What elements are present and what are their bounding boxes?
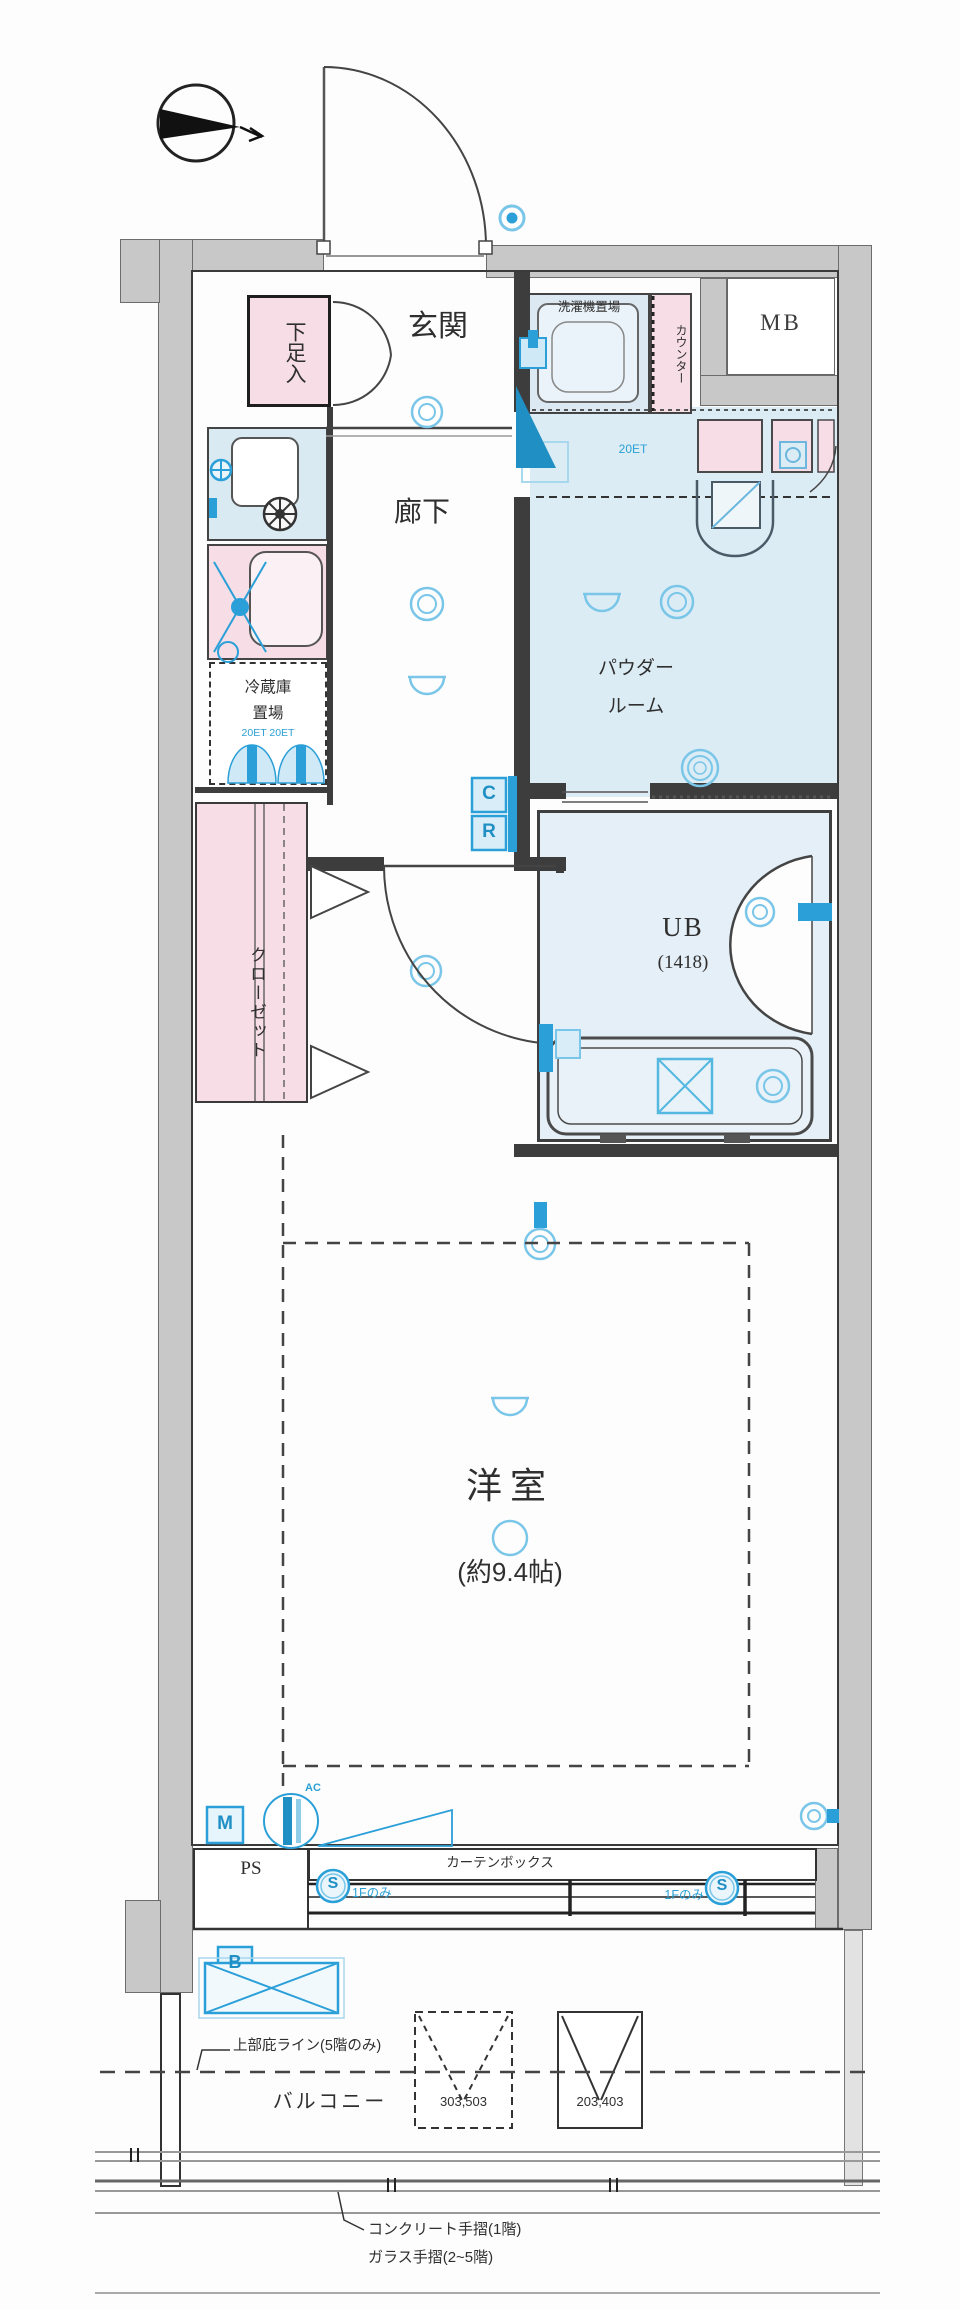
- unit-outline: [191, 270, 839, 1846]
- label-badge-m: M: [217, 1813, 233, 1834]
- label-fridge-line2: 置場: [252, 705, 284, 722]
- label-badge-s-left: S: [327, 1875, 339, 1892]
- label-eaves-note: 上部庇ライン(5階のみ): [233, 2038, 382, 2054]
- label-powder-line1: パウダー: [597, 658, 674, 679]
- wall-pilaster-topleft: [120, 239, 160, 303]
- label-badge-s-right: S: [716, 1877, 728, 1894]
- wall-right: [838, 245, 872, 1930]
- label-et-fridge: 20ET 20ET: [241, 727, 295, 739]
- label-closet: クローゼット: [247, 946, 266, 1060]
- label-vent-right: 203,403: [576, 2094, 624, 2109]
- label-badge-ac: AC: [305, 1782, 321, 1794]
- label-badge-b: B: [228, 1952, 242, 1972]
- wall-ub-bottom: [514, 1144, 838, 1157]
- wall-kitchen-hall: [327, 407, 333, 805]
- label-meter-box: MB: [760, 310, 802, 335]
- label-shutter-left: 1Fのみ: [352, 1886, 392, 1900]
- label-hall: 廊下: [393, 496, 450, 527]
- label-curtain-box: カーテンボックス: [446, 1855, 554, 1870]
- label-fridge-line1: 冷蔵庫: [244, 679, 292, 696]
- label-shutter-right: 1Fのみ: [664, 1888, 704, 1902]
- label-unit-bath-size: (1418): [657, 952, 709, 973]
- wall-mb-bottom: [700, 375, 838, 406]
- label-et-powder: 20ET: [618, 442, 648, 456]
- vent-box-left-icon: [414, 2011, 513, 2129]
- wall-fridge-closet: [195, 787, 328, 793]
- wall-hall-powder: [514, 497, 530, 797]
- label-genkan: 玄関: [408, 310, 468, 343]
- label-western-room-size: (約9.4帖): [457, 1557, 563, 1587]
- shoe-cabinet-box: [247, 295, 331, 407]
- label-badge-r: R: [482, 821, 496, 842]
- label-pipe-space: PS: [240, 1858, 262, 1879]
- meter-box: [727, 278, 835, 375]
- label-vent-left: 303,503: [440, 2094, 487, 2109]
- label-handrail-note-1: コンクリート手摺(1階): [368, 2221, 522, 2238]
- balcony-wall-right: [844, 1930, 863, 2186]
- label-handrail-note-2: ガラス手摺(2~5階): [368, 2249, 494, 2266]
- wall-top-right: [486, 245, 872, 278]
- vent-box-right-icon: [557, 2011, 643, 2129]
- wall-window-right-stub: [815, 1848, 838, 1930]
- closet-box: [195, 802, 308, 1103]
- label-shoe-cabinet: 下足入: [283, 320, 306, 384]
- label-western-room: 洋室: [465, 1465, 554, 1506]
- entrance-door-icon: [316, 66, 493, 257]
- label-washer: 洗濯機置場: [557, 300, 621, 314]
- wall-powder-ub-left: [514, 783, 566, 799]
- handrail-leader: [337, 2191, 365, 2231]
- balcony-wall-left: [160, 1993, 181, 2187]
- label-balcony: バルコニー: [272, 2091, 388, 2113]
- label-badge-c: C: [482, 783, 496, 804]
- label-counter: カウンター: [674, 324, 688, 384]
- counter-strip: [650, 293, 692, 414]
- wall-bottom-left-block: [125, 1900, 161, 1993]
- label-powder-line2: ルーム: [607, 696, 665, 717]
- wall-hall-ub: [514, 797, 530, 865]
- eaves-leader: [196, 2049, 230, 2071]
- wall-left: [158, 239, 193, 1993]
- north-arrow-icon: [156, 83, 265, 163]
- doorbell-icon: [498, 204, 526, 232]
- label-unit-bath: UB: [662, 912, 704, 942]
